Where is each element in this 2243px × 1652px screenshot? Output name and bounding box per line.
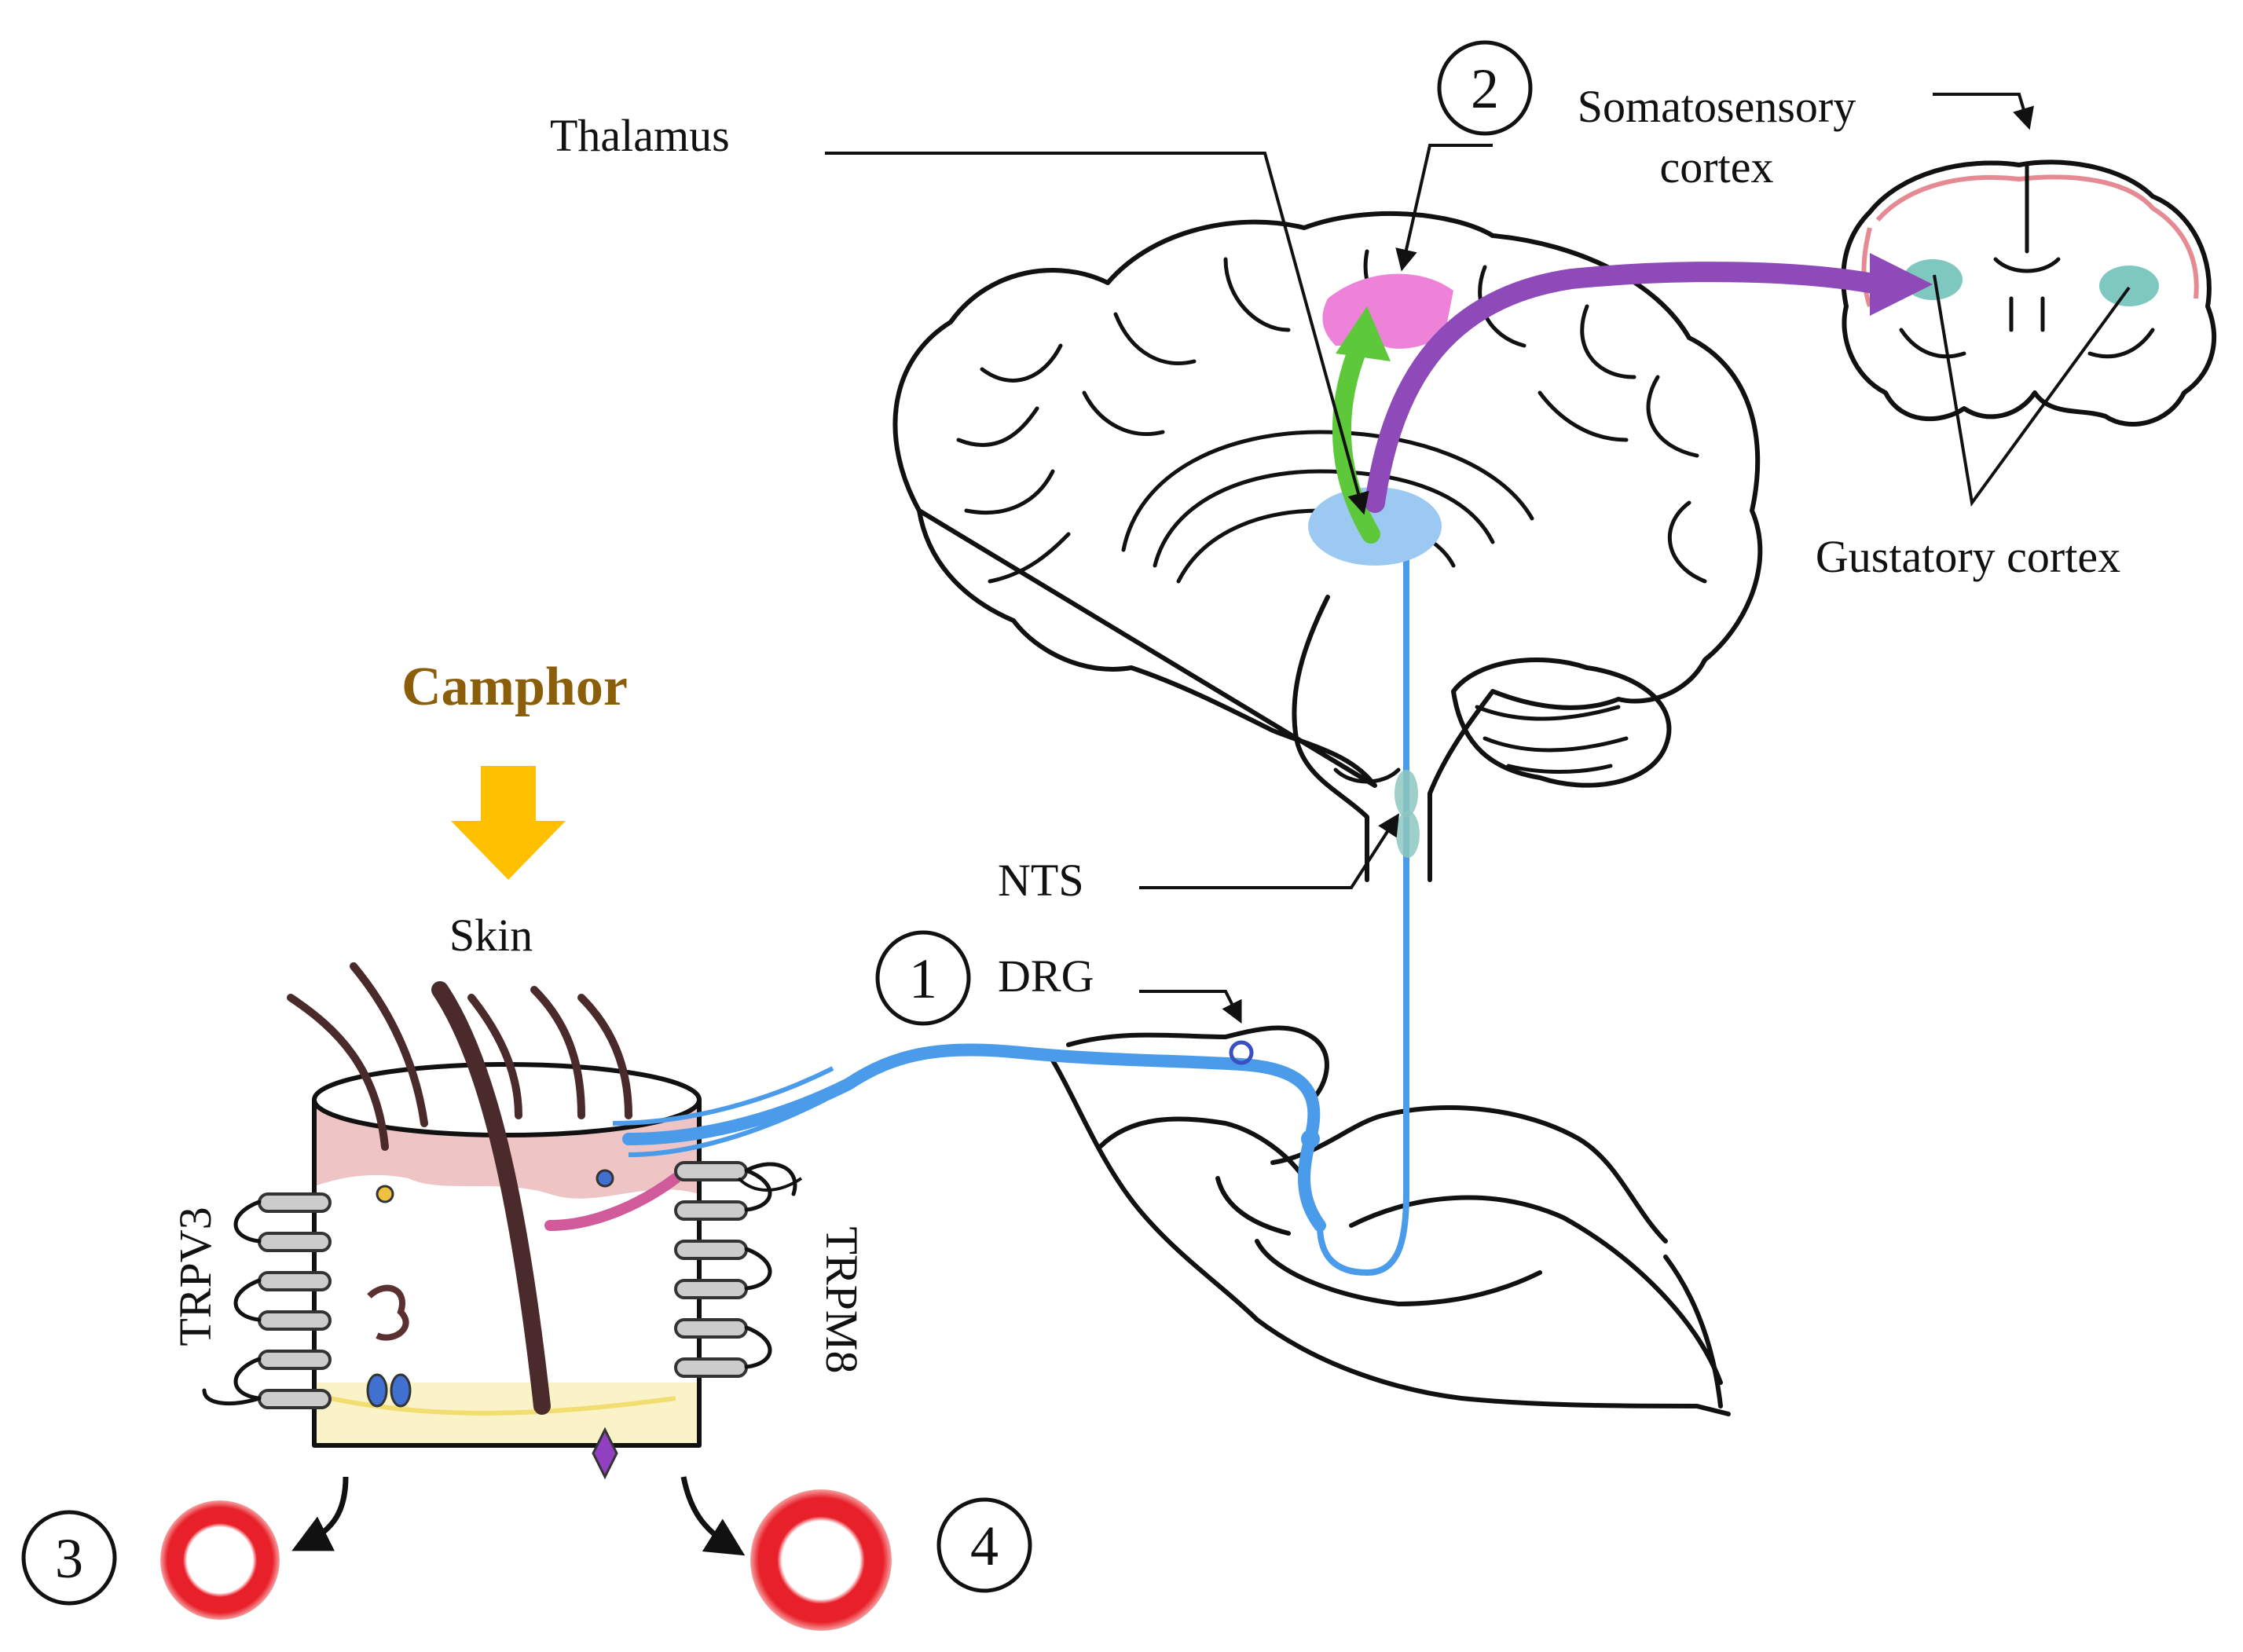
skin-block <box>202 962 803 1480</box>
vessel-constricted <box>160 1500 280 1620</box>
drg-label: DRG <box>998 951 1094 1002</box>
nerve-pathway <box>612 547 1420 1277</box>
trpm8-label: TRPM8 <box>816 1227 867 1374</box>
nts-label: NTS <box>998 855 1084 906</box>
somatosensory-label-line2: cortex <box>1660 141 1774 192</box>
gustatory-label: Gustatory cortex <box>1816 531 2120 582</box>
marker-1: 1 <box>875 930 971 1026</box>
marker-2: 2 <box>1437 40 1533 136</box>
skin-label: Skin <box>449 910 533 961</box>
camphor-arrow <box>451 766 566 880</box>
svg-text:1: 1 <box>909 947 937 1010</box>
drg-leader <box>1139 990 1242 1024</box>
marker-3: 3 <box>21 1510 117 1606</box>
nts-nucleus-lower <box>1396 811 1420 858</box>
nts-leader <box>1139 813 1400 889</box>
thalamus-label: Thalamus <box>550 110 730 161</box>
svg-text:3: 3 <box>55 1527 83 1590</box>
nts-nucleus-upper <box>1395 770 1418 817</box>
thalamus-leader <box>825 152 1369 515</box>
svg-text:2: 2 <box>1471 57 1499 120</box>
somatosensory-label-line1: Somatosensory <box>1578 81 1856 132</box>
spinal-section <box>1050 1025 1731 1416</box>
vessel-dilated <box>750 1489 892 1631</box>
somatosensory-leader <box>1395 144 1493 272</box>
purple-arrow <box>1365 262 1888 513</box>
camphor-label: Camphor <box>401 657 628 717</box>
svg-text:4: 4 <box>970 1515 999 1577</box>
coronal-brain <box>1841 93 2216 507</box>
green-arrow <box>1332 336 1380 544</box>
trpv3-label: TRPV3 <box>170 1207 221 1346</box>
drg-node <box>1229 1040 1254 1065</box>
marker-4: 4 <box>936 1497 1032 1593</box>
